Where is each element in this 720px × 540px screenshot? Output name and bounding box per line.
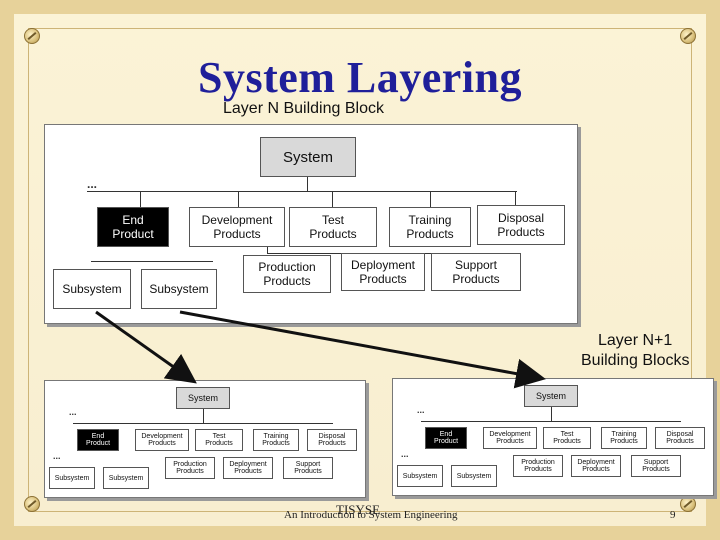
screw-icon	[24, 28, 40, 44]
footer-overlay: TISYSE	[336, 502, 381, 517]
connector-line	[307, 177, 308, 191]
screw-icon	[680, 28, 696, 44]
subsystem-box: Subsystem	[397, 465, 443, 487]
ellipsis: ...	[53, 451, 61, 461]
slide-title: System Layering	[197, 53, 523, 102]
subsystem-box: Subsystem	[49, 467, 95, 489]
layer-n1-label-line2: Building Blocks	[581, 352, 690, 369]
footer-text: An Introduction to System Engineering	[284, 509, 458, 521]
subsystem-box: Subsystem	[451, 465, 497, 487]
arrow-to-subsystem-left	[95, 310, 197, 384]
arrow-to-subsystem-right	[179, 310, 546, 389]
ellipsis: ...	[87, 177, 98, 191]
ellipsis: ...	[417, 405, 425, 415]
screw-icon	[680, 496, 696, 512]
system-box: System	[176, 387, 230, 409]
page-number: 9	[670, 509, 676, 521]
subsystem-box: Subsystem	[103, 467, 149, 489]
layer-n-label: Layer N Building Block	[223, 100, 384, 117]
subsystem-box: Subsystem	[141, 269, 217, 309]
system-box: System	[260, 137, 356, 177]
screw-icon	[24, 496, 40, 512]
system-box: System	[524, 385, 578, 407]
connector-line	[87, 191, 517, 192]
layer-n1-label-line1: Layer N+1	[598, 332, 673, 349]
subsystem-box: Subsystem	[53, 269, 131, 309]
ellipsis: ...	[69, 407, 77, 417]
ellipsis: ...	[401, 449, 409, 459]
